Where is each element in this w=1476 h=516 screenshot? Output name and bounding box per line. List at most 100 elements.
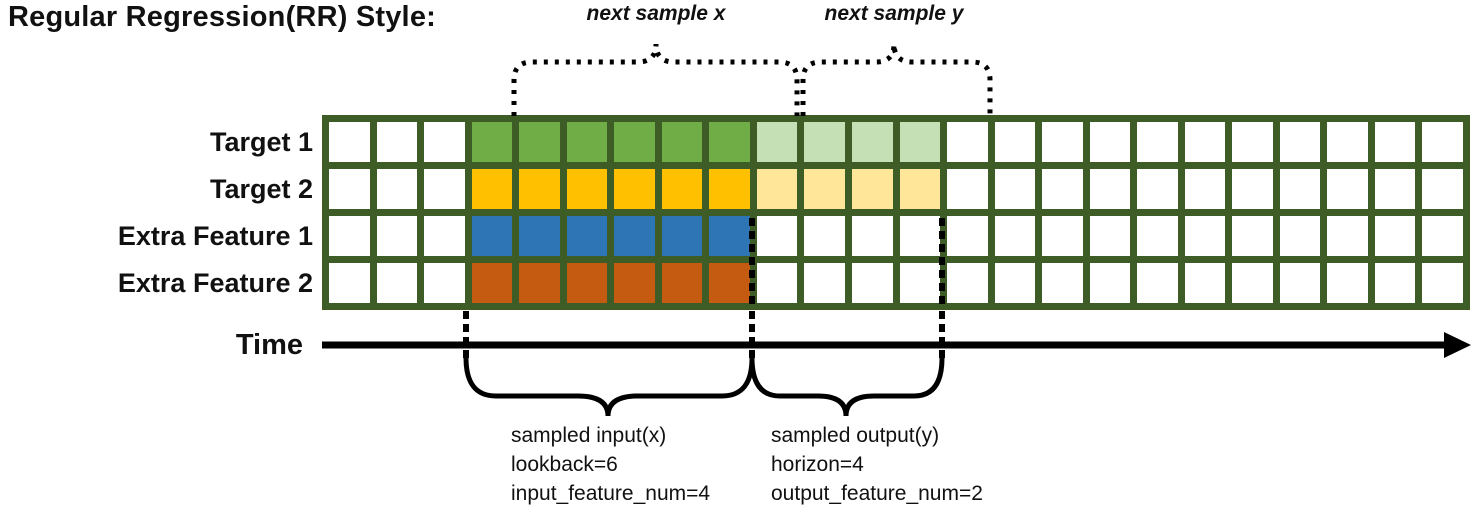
grid-cell: [661, 169, 703, 209]
sampled-input-brace: [463, 355, 755, 417]
grid-cell: [899, 216, 941, 256]
grid-cell: [329, 216, 370, 256]
grid-cell: [1374, 169, 1416, 209]
grid-cell: [1374, 263, 1416, 303]
grid-cell: [376, 216, 418, 256]
grid-cell: [661, 263, 703, 303]
grid-cell: [1279, 169, 1321, 209]
grid-cell: [1279, 216, 1321, 256]
grid-cell: [1089, 169, 1131, 209]
grid-cell: [1184, 263, 1226, 303]
grid-cell: [661, 122, 703, 162]
grid-cell: [1422, 216, 1463, 256]
grid-cell: [614, 122, 655, 162]
grid-cell: [471, 122, 513, 162]
grid-cell: [1327, 216, 1368, 256]
grid-cell: [709, 122, 750, 162]
grid-cell: [1042, 169, 1083, 209]
grid-cell: [804, 216, 845, 256]
grid-cell: [614, 263, 655, 303]
sampled-output-line2: horizon=4: [771, 453, 864, 476]
grid-cell: [851, 169, 893, 209]
sampled-output-line3: output_feature_num=2: [771, 482, 983, 505]
sampled-input-line3: input_feature_num=4: [511, 482, 711, 505]
grid-cell: [804, 169, 845, 209]
grid-cell: [947, 122, 988, 162]
grid-cell: [851, 216, 893, 256]
grid-cell: [1374, 216, 1416, 256]
grid-cell: [329, 169, 370, 209]
grid-cell: [899, 263, 941, 303]
grid-cell: [804, 122, 845, 162]
sampled-input-line2: lookback=6: [511, 453, 618, 476]
grid-cell: [851, 263, 893, 303]
row-label-target2: Target 2: [209, 174, 313, 204]
grid-cell: [424, 263, 465, 303]
grid-cell: [804, 263, 845, 303]
time-axis-arrowhead-icon: [1444, 332, 1471, 358]
grid-cell: [756, 169, 798, 209]
grid-cell: [709, 216, 750, 256]
grid-cell: [709, 263, 750, 303]
grid-cell: [1232, 122, 1273, 162]
grid-cell: [1327, 263, 1368, 303]
grid-cell: [1422, 122, 1463, 162]
grid-cell: [1232, 263, 1273, 303]
grid-cell: [1327, 122, 1368, 162]
grid-cell: [994, 216, 1036, 256]
sampled-input-line1: sampled input(x): [511, 424, 667, 447]
grid-cell: [1232, 216, 1273, 256]
grid-cell: [1137, 122, 1178, 162]
grid-cell: [519, 216, 560, 256]
grid-cell: [614, 169, 655, 209]
grid-cell: [1184, 216, 1226, 256]
next-sample-y-brace: [800, 43, 993, 116]
grid-cell: [329, 122, 370, 162]
grid-cell: [614, 216, 655, 256]
grid-cell: [519, 169, 560, 209]
grid-cell: [424, 216, 465, 256]
grid-cell: [661, 216, 703, 256]
grid-cell: [1042, 122, 1083, 162]
grid-cell: [1422, 169, 1463, 209]
timeseries-grid: [322, 115, 1470, 310]
grid-cell: [947, 169, 988, 209]
grid-cell: [1089, 122, 1131, 162]
grid-cell: [519, 122, 560, 162]
next-sample-x-brace: [511, 43, 800, 116]
grid-cell: [994, 169, 1036, 209]
grid-cell: [376, 263, 418, 303]
sampled-output-line1: sampled output(y): [771, 424, 940, 447]
grid-cell: [947, 263, 988, 303]
sampled-output-caption: sampled output(y) horizon=4 output_featu…: [771, 421, 983, 508]
grid-cell: [566, 263, 608, 303]
grid-cell: [424, 169, 465, 209]
grid-cell: [1137, 263, 1178, 303]
sampled-input-caption: sampled input(x) lookback=6 input_featur…: [511, 421, 710, 508]
grid-cell: [1279, 263, 1321, 303]
grid-cell: [471, 169, 513, 209]
grid-cell: [1089, 216, 1131, 256]
grid-cell: [566, 122, 608, 162]
grid-cell: [1327, 169, 1368, 209]
grid-cell: [1137, 169, 1178, 209]
grid-cell: [1042, 263, 1083, 303]
grid-cell: [1422, 263, 1463, 303]
row-label-target1: Target 1: [209, 127, 313, 157]
grid-cell: [899, 122, 941, 162]
next-sample-x-label: next sample x: [586, 2, 726, 25]
page-title: Regular Regression(RR) Style:: [8, 1, 436, 33]
next-sample-y-label: next sample y: [824, 2, 964, 25]
grid-cell: [1042, 216, 1083, 256]
grid-cell: [471, 263, 513, 303]
row-labels: Target 1 Target 2 Extra Feature 1 Extra …: [0, 115, 313, 310]
grid-cell: [1089, 263, 1131, 303]
grid-cell: [471, 216, 513, 256]
grid-cell: [424, 122, 465, 162]
grid-cell: [566, 216, 608, 256]
grid-cell: [519, 263, 560, 303]
row-label-extra-feature2: Extra Feature 2: [117, 268, 313, 298]
grid-cell: [709, 169, 750, 209]
time-axis-label: Time: [235, 329, 303, 361]
